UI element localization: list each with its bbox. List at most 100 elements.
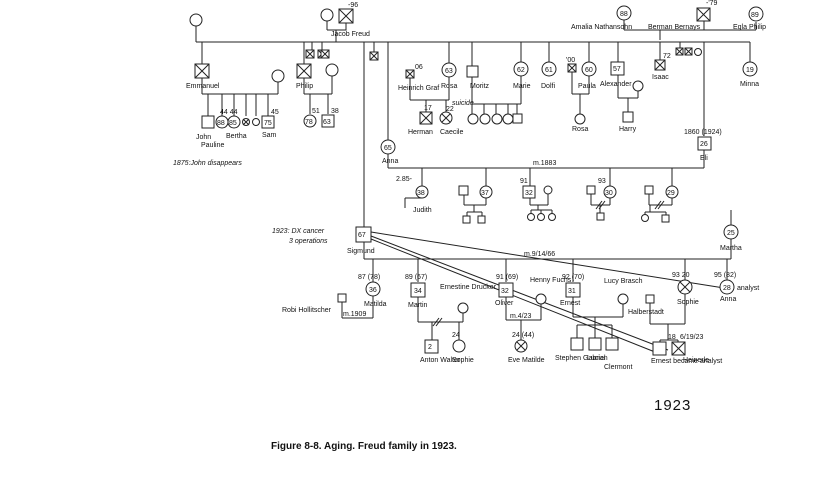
rosa-grandchild-label: Rosa bbox=[572, 126, 588, 133]
bernays-child5-age: 29 bbox=[667, 190, 675, 197]
bernays-children: 38 2.85- Judith 37 32 91 bbox=[396, 168, 679, 224]
oliver-age: 32 bbox=[501, 288, 509, 295]
dolfi-age: 61 bbox=[545, 67, 553, 74]
amalia-label: Amalia Nathansohn bbox=[571, 24, 632, 31]
anna-freud-note: analyst bbox=[737, 285, 759, 292]
emmanuel-children-ages: 44 44 bbox=[220, 109, 238, 116]
stephen-gabriel-symbol bbox=[570, 337, 584, 351]
minna-age: 19 bbox=[746, 67, 754, 74]
ernest-grandchild-symbol bbox=[652, 341, 667, 356]
philip-child1-top: 51 bbox=[312, 108, 320, 115]
caecile-label: Caecile bbox=[440, 129, 463, 136]
moritz-symbol bbox=[466, 65, 479, 78]
lucy-label: Lucy Brasch bbox=[604, 278, 643, 285]
grandchild-symbol bbox=[527, 213, 535, 221]
herman-age: 17 bbox=[424, 105, 432, 112]
marie-age: 62 bbox=[517, 67, 525, 74]
dx-cancer-note: 1923: DX cancer bbox=[272, 228, 325, 235]
bernays-child4-age: 30 bbox=[605, 190, 613, 197]
ernest-age: 31 bbox=[568, 288, 576, 295]
lucian-symbol bbox=[588, 337, 602, 351]
berman-age: -'79 bbox=[706, 0, 718, 7]
lucian-label: Lucian bbox=[587, 355, 608, 362]
jacob-freud-label: Jacob Freud bbox=[331, 31, 370, 38]
sam-symbol bbox=[261, 115, 275, 129]
lucy-brasch-symbol bbox=[617, 293, 629, 305]
philip-wife-symbol bbox=[325, 63, 339, 77]
pauline-label: Pauline bbox=[201, 142, 224, 149]
sophie-grandchild-label: Sophie bbox=[452, 357, 474, 364]
jacob-freud-age: -96 bbox=[348, 2, 358, 9]
anton-label: Anton Walter bbox=[420, 357, 461, 364]
caecile-age: 22 bbox=[446, 106, 454, 113]
generation-2: Emmanuel Philip 06 Heinrich Graf 63 Rosa bbox=[173, 41, 759, 228]
generation-1: -96 Jacob Freud 88 Amalia Nathansohn -'7… bbox=[189, 0, 766, 43]
figure-year: 1923 bbox=[654, 397, 691, 414]
alexander-label: Alexander bbox=[600, 81, 632, 88]
martin-top: 89 (67) bbox=[405, 274, 427, 281]
john-symbol bbox=[201, 115, 215, 129]
marie-label: Marie bbox=[513, 83, 531, 90]
dolfi-symbol bbox=[541, 61, 557, 77]
heinrich-age: 06 bbox=[415, 64, 423, 71]
eve-age: 24 (44) bbox=[512, 332, 534, 339]
clermont-symbol bbox=[605, 337, 619, 351]
sam-box-age: 75 bbox=[264, 120, 272, 127]
emmanuel-label: Emmanuel bbox=[186, 83, 220, 90]
oliver-label: Oliver bbox=[495, 300, 514, 307]
egla-philip-symbol bbox=[748, 6, 764, 22]
henny-fuchs-symbol bbox=[535, 293, 547, 305]
emmanuel-wife-symbol bbox=[271, 69, 285, 83]
matilda-age: 36 bbox=[369, 287, 377, 294]
heinrich-label: Heinrich Graf bbox=[398, 85, 439, 92]
isaac-age: 72 bbox=[663, 53, 671, 60]
harry-symbol bbox=[622, 111, 634, 123]
rosa-grandchild-symbol bbox=[574, 113, 586, 125]
halberstadt-symbol bbox=[645, 294, 655, 304]
spouse-symbol bbox=[458, 185, 469, 196]
herman-label: Herman bbox=[408, 129, 433, 136]
matilda-top: 87 (78) bbox=[358, 274, 380, 281]
grandchild-symbol bbox=[641, 214, 649, 222]
berman-label: Berman Bernays bbox=[648, 24, 701, 31]
emmanuel-child-age: 88 bbox=[217, 120, 225, 127]
amalia-nathansohn-symbol bbox=[616, 5, 632, 21]
bertha-age: 85 bbox=[229, 120, 237, 127]
grandchild-symbol bbox=[661, 214, 670, 223]
philip-child1-age: 78 bbox=[305, 119, 313, 126]
spouse-symbol bbox=[644, 185, 654, 195]
grandchild-symbol bbox=[548, 213, 556, 221]
anna-freud-top: 95 (82) bbox=[714, 272, 736, 279]
isaac-label: Isaac bbox=[652, 74, 669, 81]
paula-label: Paula bbox=[578, 83, 596, 90]
sigmund-label: Sigmund bbox=[347, 248, 375, 255]
minna-symbol bbox=[742, 61, 758, 77]
minna-label: Minna bbox=[740, 81, 759, 88]
robi-marriage-label: m.1909 bbox=[343, 311, 366, 318]
oliver-marriage-label: m.4/23 bbox=[510, 313, 532, 320]
anton-walter-symbol bbox=[424, 339, 439, 354]
bernays-child4-top: 93 bbox=[598, 178, 606, 185]
moritz-child-symbol bbox=[502, 113, 514, 125]
halberstadt-label: Halberstadt bbox=[628, 309, 664, 316]
anna-sister-age: 65 bbox=[384, 145, 392, 152]
grandchild-symbol bbox=[477, 215, 486, 224]
sophie-label: Sophie bbox=[677, 299, 699, 306]
bertha-label: Bertha bbox=[226, 133, 247, 140]
suicide-note: suicide bbox=[452, 100, 474, 107]
spouse-symbol bbox=[586, 185, 596, 195]
john-label: John bbox=[196, 134, 211, 141]
philip-child2-age: 63 bbox=[323, 119, 331, 126]
first-wife-symbol bbox=[189, 13, 203, 27]
egla-label: Egla Philip bbox=[733, 24, 766, 31]
ernest-top: 92 (70) bbox=[562, 274, 584, 281]
judith-age: 38 bbox=[417, 190, 425, 197]
bernays-child2-age: 37 bbox=[481, 190, 489, 197]
robi-hollitscher-symbol bbox=[337, 293, 347, 303]
sigmund-family: 67 Sigmund 1923: DX cancer 3 operations … bbox=[272, 210, 759, 371]
moritz-child-symbol bbox=[512, 113, 523, 124]
alexander-wife-symbol bbox=[632, 80, 644, 92]
sigmund-marriage-label: m.9/14/66 bbox=[524, 251, 555, 258]
egla-age: 89 bbox=[751, 12, 759, 19]
